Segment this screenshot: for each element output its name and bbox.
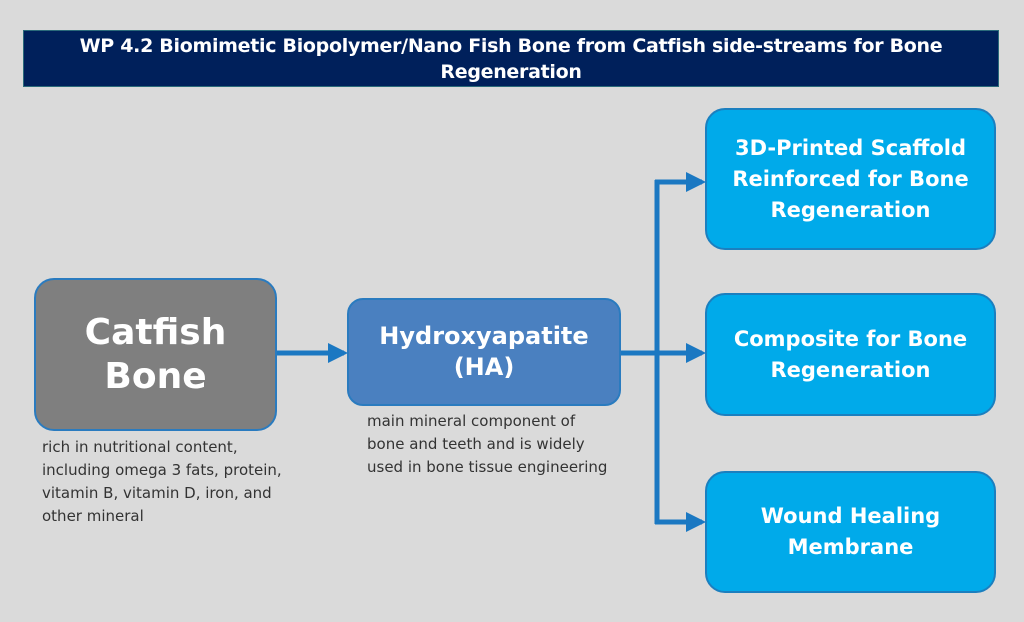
node-hydroxyapatite-label: Hydroxyapatite (HA) — [379, 322, 589, 381]
catfish-bone-description: rich in nutritional content, including o… — [42, 438, 282, 525]
node-wound-healing-membrane: Wound Healing Membrane — [705, 471, 996, 593]
node-3d-printed-scaffold: 3D-Printed Scaffold Reinforced for Bone … — [705, 108, 996, 250]
node-composite: Composite for Bone Regeneration — [705, 293, 996, 416]
node-3d-printed-scaffold-label: 3D-Printed Scaffold Reinforced for Bone … — [732, 135, 969, 222]
node-hydroxyapatite: Hydroxyapatite (HA) — [347, 298, 621, 406]
node-composite-label: Composite for Bone Regeneration — [733, 326, 968, 382]
node-catfish-bone: Catfish Bone — [34, 278, 277, 431]
node-wound-healing-membrane-label: Wound Healing Membrane — [760, 504, 941, 559]
hydroxyapatite-description: main mineral component of bone and teeth… — [367, 412, 608, 476]
diagram-title: WP 4.2 Biomimetic Biopolymer/Nano Fish B… — [23, 30, 999, 87]
node-catfish-bone-label: Catfish Bone — [84, 311, 227, 397]
